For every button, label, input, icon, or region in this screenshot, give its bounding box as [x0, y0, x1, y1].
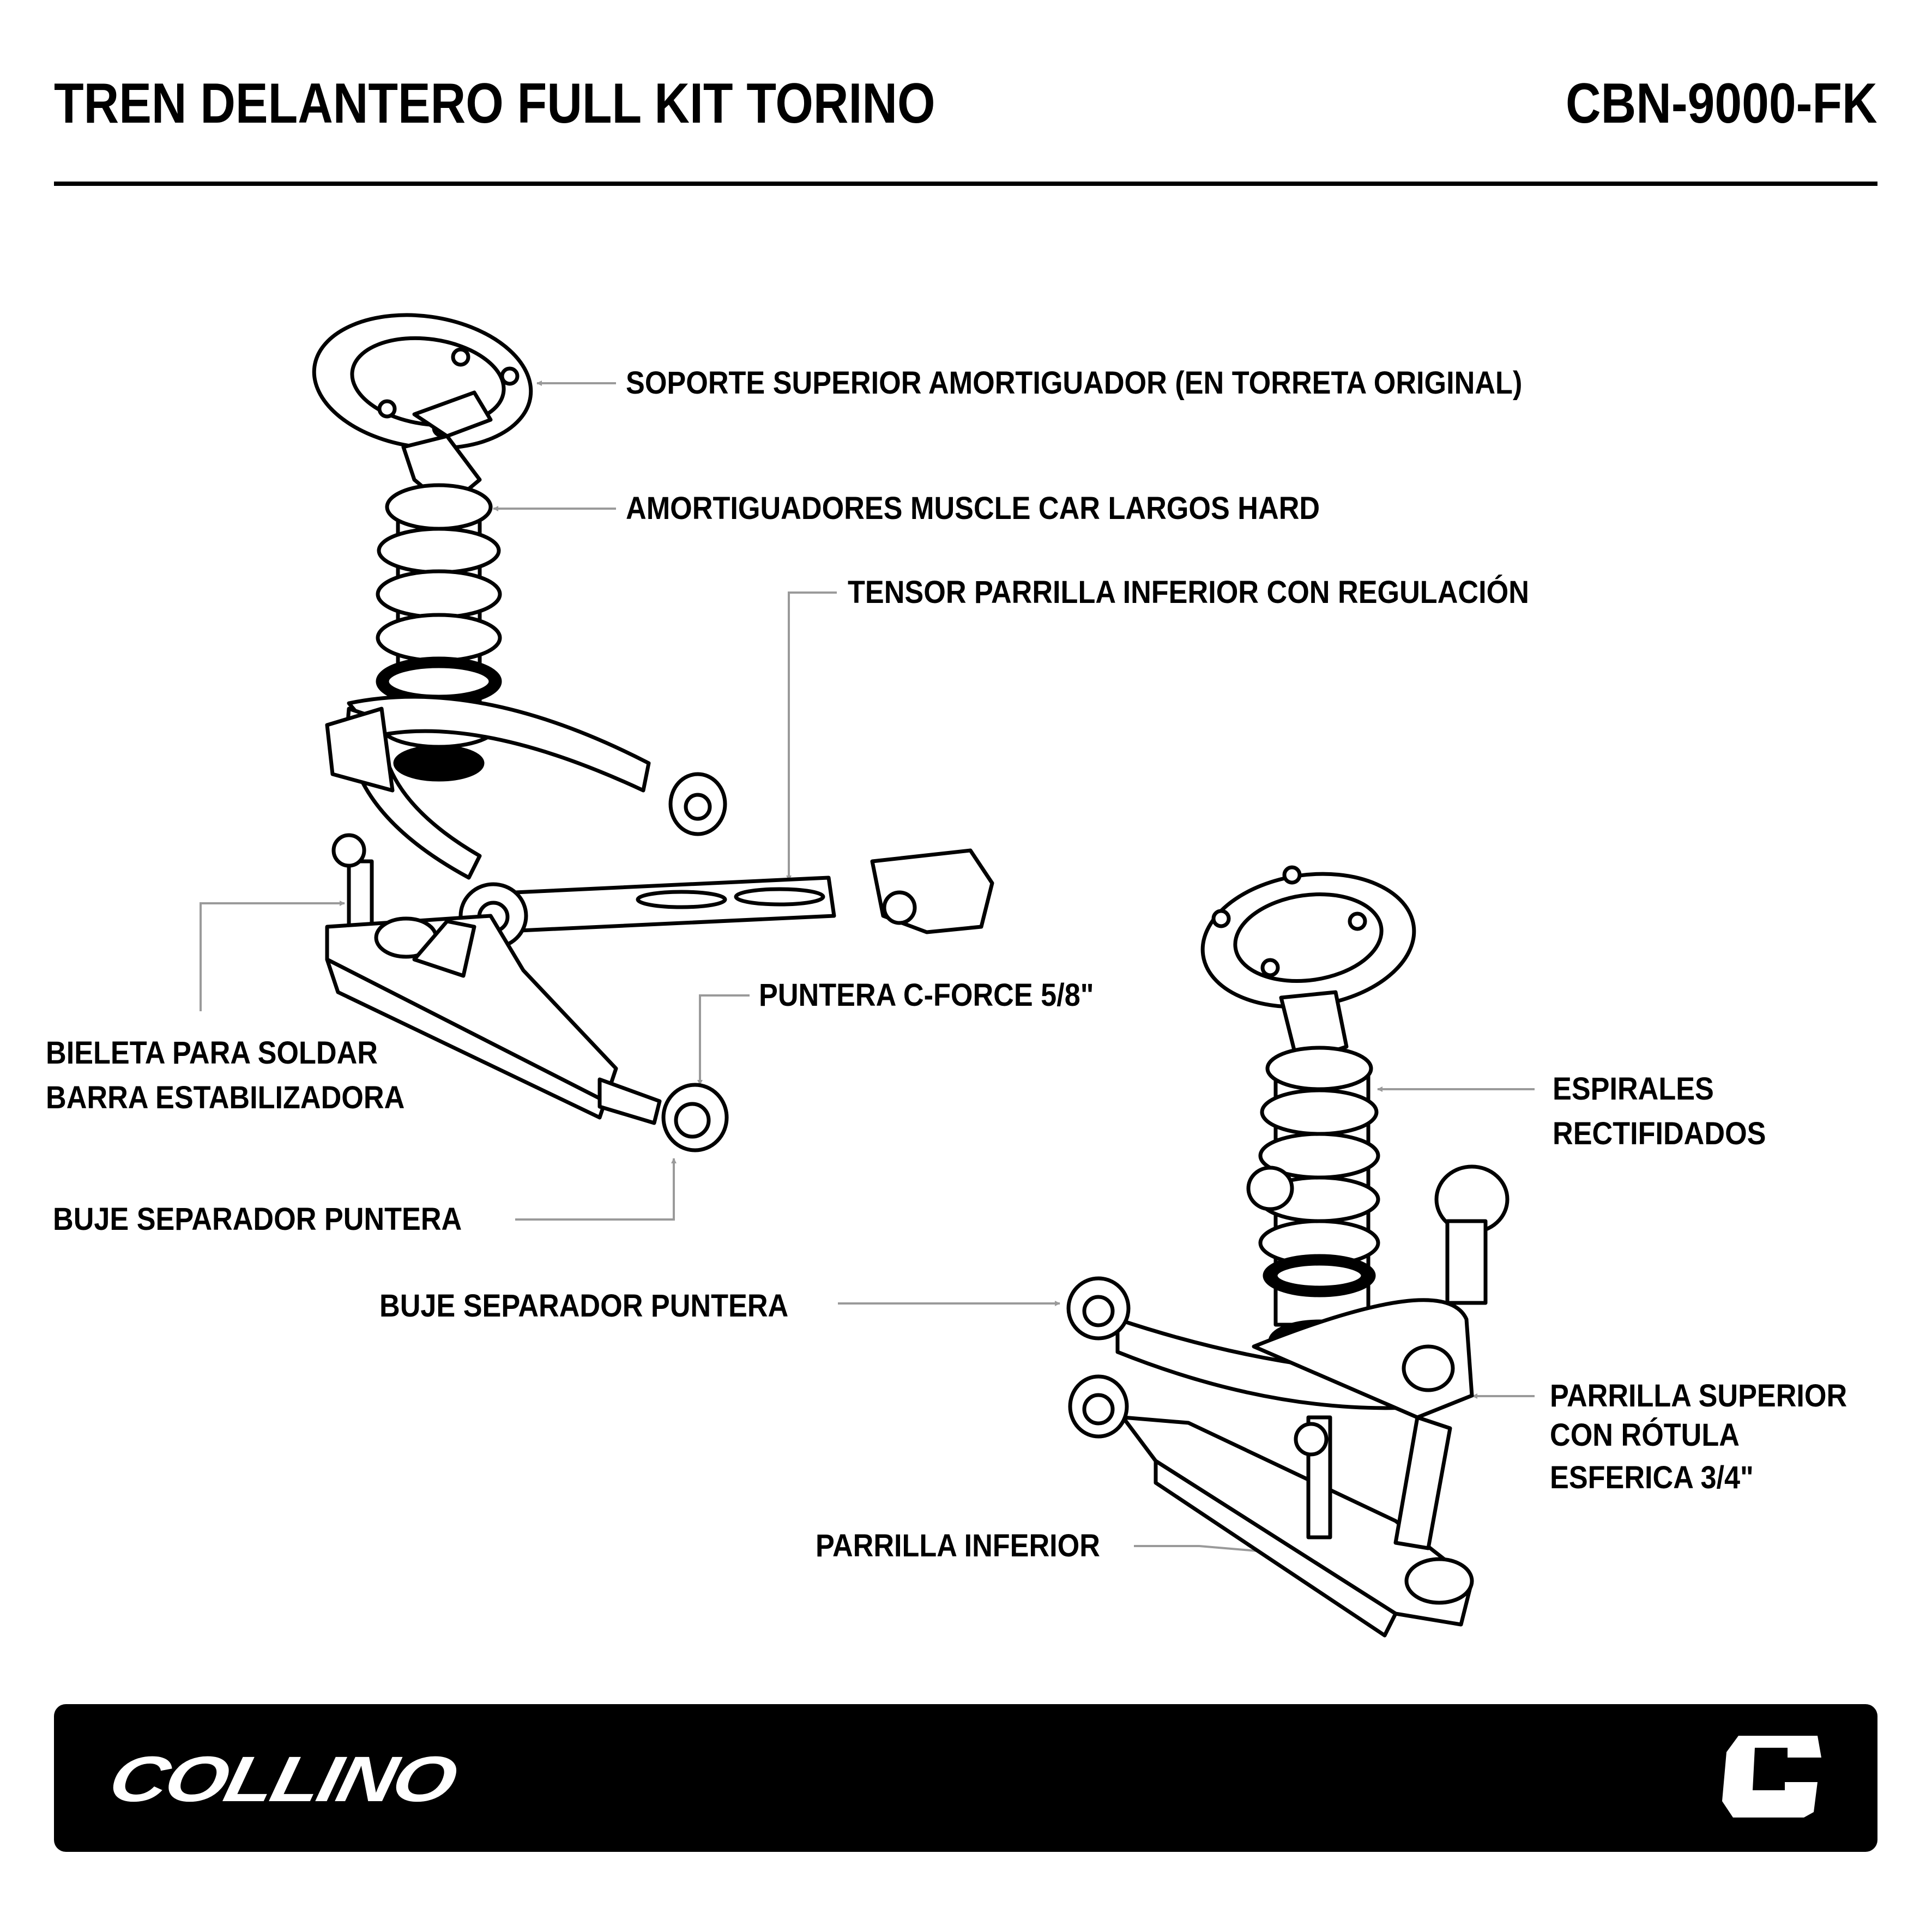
header-divider [54, 182, 1877, 186]
callout-tensor: TENSOR PARRILLA INFERIOR CON REGULACIÓN [848, 577, 1529, 621]
footer-bar: COLLINO [54, 1704, 1877, 1852]
page-title: TREN DELANTERO FULL KIT TORINO [54, 72, 935, 135]
brand-c-mark-icon [1722, 1736, 1821, 1818]
callout-buje-2: BUJE SEPARADOR PUNTERA [379, 1290, 788, 1335]
leader-tensor [786, 591, 837, 881]
leader-bieleta [200, 901, 345, 1011]
lower-control-arm-right [1068, 1374, 1474, 1638]
tie-rod-adjustable [458, 848, 994, 950]
shock-top-eye-right [1279, 990, 1349, 1065]
callout-text: PARRILLA INFERIOR [816, 1528, 1100, 1563]
callout-text: ESFERICA 3/4" [1550, 1460, 1754, 1495]
product-code: CBN-9000-FK [1566, 72, 1877, 135]
callout-parrilla-inferior: PARRILLA INFERIOR [816, 1530, 1100, 1575]
upper-control-arm-left [325, 695, 727, 880]
right-assembly [1066, 865, 1510, 1638]
leader-buje1 [515, 1158, 677, 1221]
upper-mount-plate [312, 313, 533, 450]
callout-text: PUNTERA C-FORCE 5/8" [759, 977, 1094, 1013]
callout-text: BIELETA PARA SOLDAR [46, 1035, 378, 1071]
callout-text: PARRILLA SUPERIOR [1550, 1378, 1848, 1414]
callout-bieleta: BIELETA PARA SOLDAR BARRA ESTABILIZADORA [46, 1037, 404, 1127]
upper-mount-plate-right [1200, 865, 1416, 1009]
callout-soporte: SOPORTE SUPERIOR AMORTIGUADOR (EN TORRET… [626, 367, 1522, 412]
leader-puntera [697, 994, 750, 1085]
brand-logo: COLLINO [102, 1743, 462, 1815]
callout-text: SOPORTE SUPERIOR AMORTIGUADOR (EN TORRET… [626, 365, 1523, 401]
callout-buje-1: BUJE SEPARADOR PUNTERA [53, 1204, 462, 1248]
coil-spring-left [376, 483, 502, 782]
callout-text: CON RÓTULA [1550, 1417, 1740, 1453]
callout-puntera: PUNTERA C-FORCE 5/8" [759, 980, 1094, 1024]
callout-text: BUJE SEPARADOR PUNTERA [379, 1288, 789, 1324]
callout-espirales: ESPIRALES RECTIFIDADOS [1553, 1073, 1766, 1163]
callout-text: RECTIFIDADOS [1553, 1116, 1766, 1151]
callout-text: ESPIRALES [1553, 1071, 1714, 1107]
steering-joint-right [1434, 1164, 1510, 1305]
upper-control-arm-right [1066, 1166, 1474, 1420]
lower-control-arm-left [325, 914, 662, 1125]
callout-text: BUJE SEPARADOR PUNTERA [53, 1202, 462, 1237]
heim-joint-left [661, 1083, 729, 1152]
leader-parrilla-inf [1134, 1545, 1264, 1554]
callout-amortiguadores: AMORTIGUADORES MUSCLE CAR LARGOS HARD [626, 493, 1320, 538]
callout-text: AMORTIGUADORES MUSCLE CAR LARGOS HARD [626, 491, 1320, 526]
callout-text: BARRA ESTABILIZADORA [46, 1080, 405, 1115]
callout-text: TENSOR PARRILLA INFERIOR CON REGULACIÓN [848, 575, 1529, 610]
left-assembly [312, 313, 994, 1152]
callout-parrilla-superior: PARRILLA SUPERIOR CON RÓTULA ESFERICA 3/… [1550, 1380, 1847, 1507]
leader-lines [200, 381, 1535, 1554]
